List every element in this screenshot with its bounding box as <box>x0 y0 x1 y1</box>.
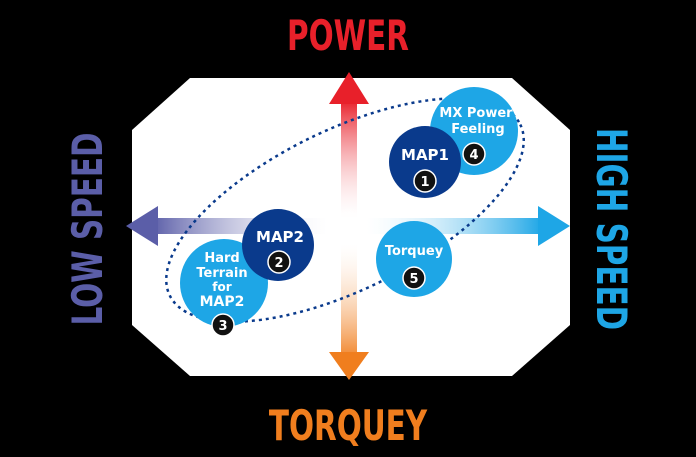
axis-title-low-speed: LOW SPEED <box>63 133 112 326</box>
map2-label: MAP2 <box>256 228 304 246</box>
badge-1-icon <box>413 169 437 193</box>
dashed-ellipse <box>165 97 525 323</box>
map1-label: MAP1 <box>401 146 449 164</box>
badge-5-text: 5 <box>409 272 418 287</box>
axis-title-high-speed: HIGH SPEED <box>587 128 636 330</box>
hard-label-line1: Hard <box>204 251 239 266</box>
node-map1: MAP1 1 <box>389 126 461 198</box>
badge-4-text: 4 <box>469 148 478 163</box>
badge-2-text: 2 <box>274 256 283 271</box>
hard-label-line3: for <box>212 280 231 294</box>
hard-label-line2: Terrain <box>196 266 247 281</box>
node-map2: MAP2 2 <box>242 209 314 281</box>
badge-3-text: 3 <box>218 319 227 334</box>
badge-1-text: 1 <box>420 175 429 190</box>
badge-5-icon <box>402 266 426 290</box>
torquey-label: Torquey <box>385 244 444 259</box>
hard-label-line4: MAP2 <box>200 294 245 310</box>
node-torquey: Torquey 5 <box>376 221 452 297</box>
badge-2-icon <box>267 250 291 274</box>
axis-center-glow <box>329 206 369 246</box>
mx-label-line1: MX Power <box>439 106 513 121</box>
mx-label-line2: Feeling <box>451 122 504 137</box>
axis-title-torquey: TORQUEY <box>269 401 428 450</box>
badge-3-icon <box>211 313 235 337</box>
axis-title-power: POWER <box>287 11 409 60</box>
badge-4-icon <box>462 142 486 166</box>
